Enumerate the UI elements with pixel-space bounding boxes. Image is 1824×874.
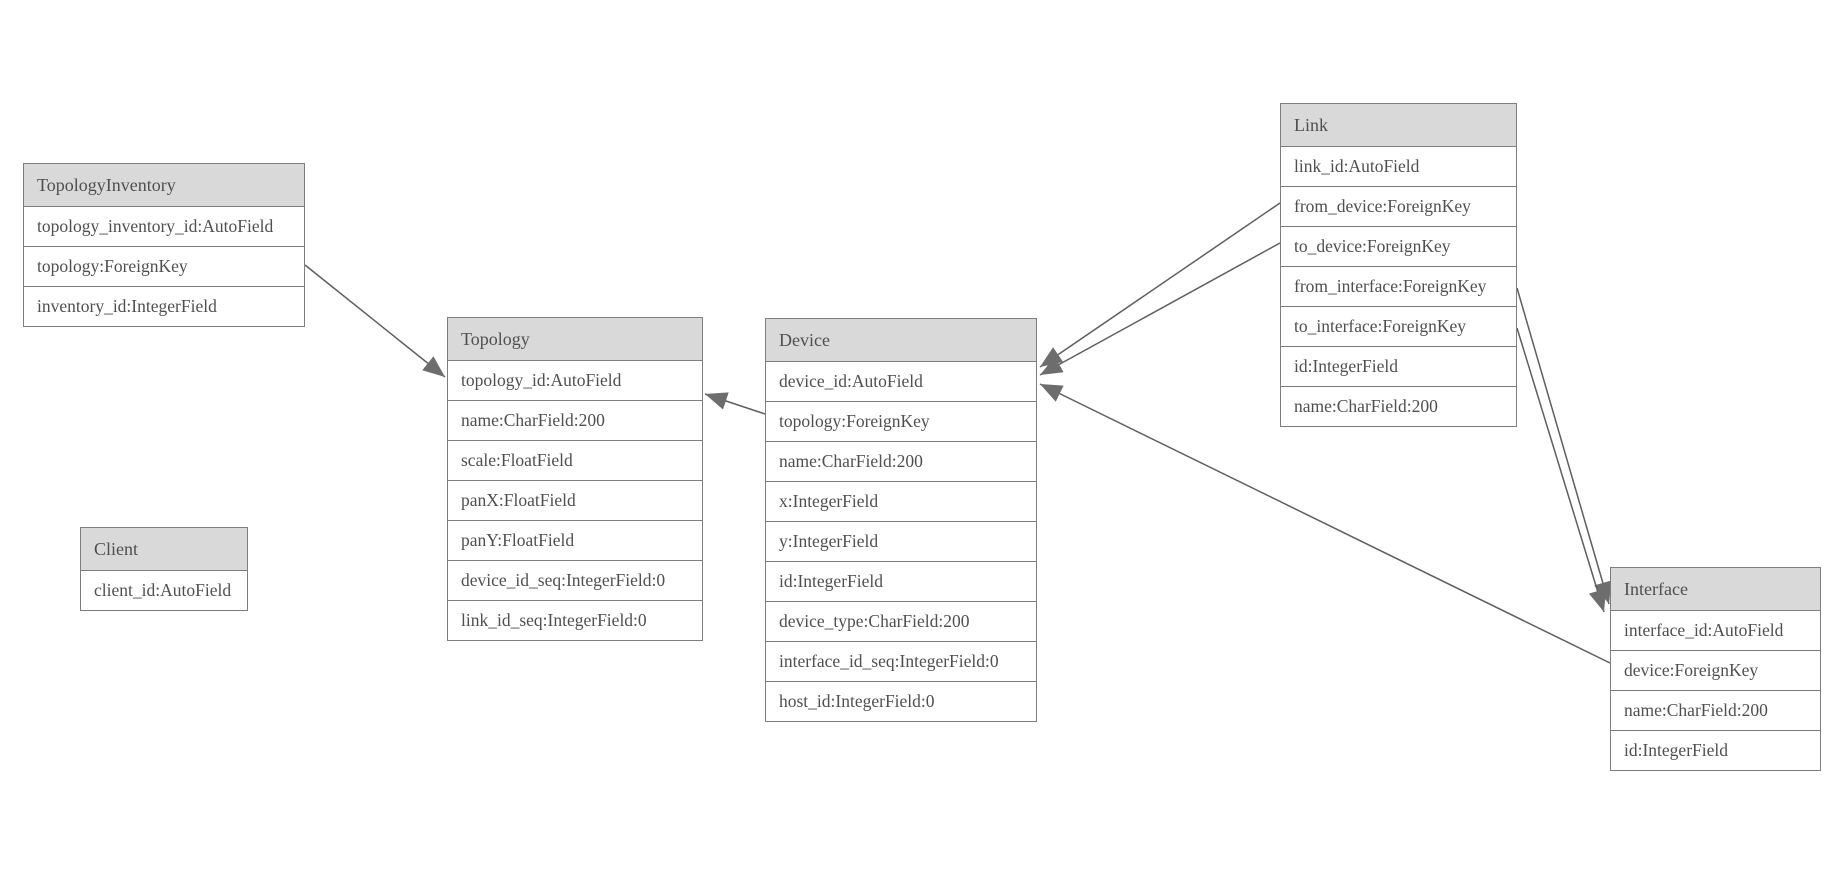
entity-header-interface: Interface [1611, 568, 1820, 610]
entity-header-topologyinventory: TopologyInventory [24, 164, 304, 206]
relation-interface-to-device [1039, 383, 1611, 664]
field-row: y:IntegerField [766, 521, 1036, 561]
field-row: from_device:ForeignKey [1281, 186, 1516, 226]
field-row: name:CharField:200 [1281, 386, 1516, 426]
field-row: name:CharField:200 [1611, 690, 1820, 730]
relation-link-fromdevice-to-device [1039, 202, 1281, 368]
relation-link-frominterface-to-interface [1516, 287, 1612, 605]
field-row: link_id:AutoField [1281, 146, 1516, 186]
field-row: interface_id:AutoField [1611, 610, 1820, 650]
field-row: to_device:ForeignKey [1281, 226, 1516, 266]
field-row: id:IntegerField [1281, 346, 1516, 386]
field-row: device_id:AutoField [766, 361, 1036, 401]
field-row: device_type:CharField:200 [766, 601, 1036, 641]
relation-link-tointerface-to-interface [1516, 327, 1607, 613]
field-row: name:CharField:200 [766, 441, 1036, 481]
entity-header-link: Link [1281, 104, 1516, 146]
field-row: to_interface:ForeignKey [1281, 306, 1516, 346]
entity-header-device: Device [766, 319, 1036, 361]
entity-header-topology: Topology [448, 318, 702, 360]
entity-topology[interactable]: Topology topology_id:AutoField name:Char… [447, 317, 703, 641]
field-row: panY:FloatField [448, 520, 702, 560]
field-row: id:IntegerField [1611, 730, 1820, 770]
entity-link[interactable]: Link link_id:AutoField from_device:Forei… [1280, 103, 1517, 427]
field-row: name:CharField:200 [448, 400, 702, 440]
field-row: panX:FloatField [448, 480, 702, 520]
field-row: topology:ForeignKey [766, 401, 1036, 441]
field-row: interface_id_seq:IntegerField:0 [766, 641, 1036, 681]
field-row: from_interface:ForeignKey [1281, 266, 1516, 306]
field-row: x:IntegerField [766, 481, 1036, 521]
relation-topologyinventory-to-topology [304, 264, 446, 378]
field-row: link_id_seq:IntegerField:0 [448, 600, 702, 640]
entity-interface[interactable]: Interface interface_id:AutoField device:… [1610, 567, 1821, 771]
relation-device-to-topology [704, 392, 766, 415]
entity-device[interactable]: Device device_id:AutoField topology:Fore… [765, 318, 1037, 722]
entity-header-client: Client [81, 528, 247, 570]
field-row: inventory_id:IntegerField [24, 286, 304, 326]
field-row: topology_id:AutoField [448, 360, 702, 400]
field-row: client_id:AutoField [81, 570, 247, 610]
entity-topologyinventory[interactable]: TopologyInventory topology_inventory_id:… [23, 163, 305, 327]
field-row: host_id:IntegerField:0 [766, 681, 1036, 721]
field-row: id:IntegerField [766, 561, 1036, 601]
field-row: device_id_seq:IntegerField:0 [448, 560, 702, 600]
field-row: topology_inventory_id:AutoField [24, 206, 304, 246]
entity-client[interactable]: Client client_id:AutoField [80, 527, 248, 611]
field-row: scale:FloatField [448, 440, 702, 480]
field-row: device:ForeignKey [1611, 650, 1820, 690]
relation-link-todevice-to-device [1039, 242, 1281, 376]
field-row: topology:ForeignKey [24, 246, 304, 286]
